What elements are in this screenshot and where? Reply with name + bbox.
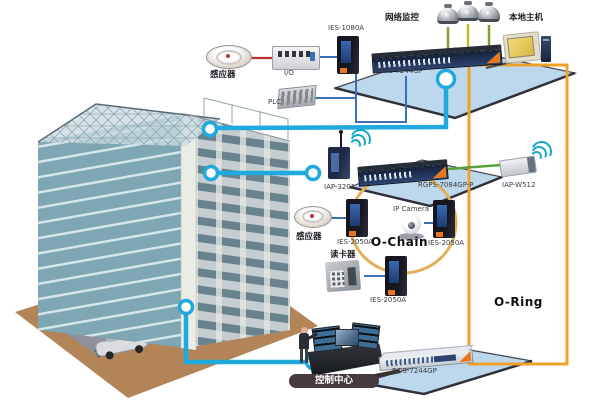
io-terminals [278,51,312,57]
sensor-led [310,214,314,218]
local-host-tower [541,36,551,62]
camera-mount [485,2,493,6]
ies-2050a-switch-left [346,199,368,237]
camera-lens [484,9,493,18]
label-ies-1080a: IES-1080A [328,24,365,32]
smoke-sensor-device [206,45,252,71]
backbone-bottom [183,307,316,365]
scaffold-posts [203,97,289,139]
label-rgps-7244gp: RGPS-7244GP [374,67,423,75]
label-ip-camera: IP Camera [393,205,429,213]
sensor-ring [216,50,242,65]
monitor-screen [506,35,535,59]
label-ies-2050a-left: IES-2050A [337,238,374,246]
ip-camera-dome [398,214,424,240]
io-led [310,52,315,61]
dome-camera-icon [457,1,479,25]
sensor-led [226,54,230,58]
label-io: I/O [284,69,294,77]
smoke-sensor-device [294,206,332,228]
office-building [37,97,291,351]
dome-camera-icon [478,2,500,26]
switch-faceplate [341,41,351,63]
label-iap-3201: IAP-3201 [324,183,356,191]
switch-faceplate [389,261,399,283]
camera-lens [408,222,415,229]
card-reader-device [324,259,362,293]
person-legs [300,349,308,363]
label-ros-7244gp: ROS-7244GP [392,367,437,375]
rack-ports [364,171,413,182]
ies-2050a-switch-bottom [385,256,407,296]
label-plc: PLC [268,98,282,106]
ies1080a-uplink [355,74,407,123]
label-sensor-top: 感应器 [210,70,236,80]
sensor-ring [302,210,324,223]
local-host-monitor [502,31,542,64]
iap-3201-accesspoint [328,147,350,179]
rack-wedge [458,351,472,363]
switch-faceplate [437,205,447,227]
camera-mount [464,1,472,5]
camera-base [398,233,424,240]
camera-mount [444,4,452,8]
dome-camera-icon [437,4,459,28]
label-card-reader: 读卡器 [330,250,356,260]
plc-device [277,84,317,110]
rack-wedge [485,51,501,64]
ap-faceplate [331,153,339,172]
din-clip [388,290,395,295]
camera-lens [463,8,472,17]
ies-2050a-switch-right [433,200,455,238]
din-clip [340,68,347,73]
person-head [301,327,308,334]
camera-lens [443,11,452,20]
operator-person [296,327,319,371]
main-screen [335,329,359,346]
rack-wedge [431,166,447,179]
label-control-center: 控制中心 [289,374,379,388]
o-ring-loop [467,63,569,366]
plc-fins [280,88,314,106]
reader-slot [347,267,357,286]
rack-band [433,354,457,363]
wifi-signal-icon [347,126,374,153]
din-clip [436,232,443,237]
network-links [183,24,513,379]
ap-cap [526,156,536,173]
label-ies-2050a-right: IES-2050A [428,239,465,247]
label-local-host: 本地主机 [509,13,544,23]
label-sensor-mid: 感应器 [296,232,322,242]
label-ies-2050a-bottom: IES-2050A [370,296,407,304]
din-clip [349,231,356,236]
person-torso [299,333,309,349]
ies-1080a-switch [337,36,359,74]
keypad [329,269,345,288]
switch-faceplate [350,204,360,226]
io-module-device [272,46,320,70]
label-iap-w512: IAP-W512 [502,181,536,189]
wireless-bridge-link [447,163,502,171]
label-o-ring: O-Ring [494,295,543,309]
label-network-monitoring: 网络监控 [385,13,420,23]
antenna-icon [339,130,343,147]
backbone-top [210,83,449,131]
label-o-chain: O-Chain [371,235,429,249]
label-rgps-7084gp-p: RGPS-7084GP-P [418,181,474,189]
